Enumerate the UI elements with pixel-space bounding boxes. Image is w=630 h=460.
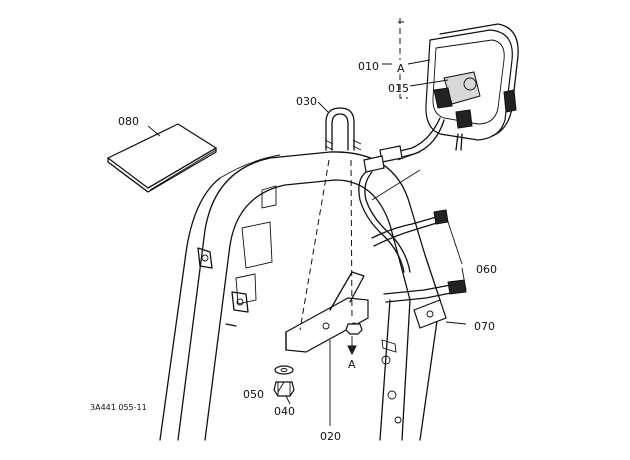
part-label-040: 040 <box>274 405 295 418</box>
part-label-050: 050 <box>243 388 264 401</box>
lamp-bracket-drawing <box>285 271 369 353</box>
part-label-010: 010 <box>358 60 379 73</box>
part-label-015: 015 <box>388 82 409 95</box>
u-bolt-drawing <box>299 107 362 331</box>
wire-harness-drawing <box>358 117 445 273</box>
part-label-020: 020 <box>320 430 341 443</box>
part-label-080: 080 <box>118 115 139 128</box>
leader-lines <box>147 59 467 426</box>
part-label-060: 060 <box>476 263 497 276</box>
cable-band-drawing <box>371 209 467 303</box>
part-label-070: 070 <box>474 320 495 333</box>
reference-bracket <box>396 18 408 99</box>
ref-marker-a-lower: A <box>348 358 356 371</box>
small-nut-drawing <box>345 323 363 335</box>
figure-code: 3A441 055-11 <box>90 403 147 412</box>
ref-marker-a-upper: A <box>397 62 405 75</box>
reference-arrow <box>347 336 357 356</box>
washer-drawing <box>274 365 294 375</box>
rops-frame-drawing <box>159 151 441 441</box>
part-label-030: 030 <box>296 95 317 108</box>
nut-drawing <box>273 381 295 397</box>
operator-manual-drawing <box>106 123 218 193</box>
clamp-plate-drawing <box>413 299 447 329</box>
work-lamp-drawing <box>425 23 519 151</box>
